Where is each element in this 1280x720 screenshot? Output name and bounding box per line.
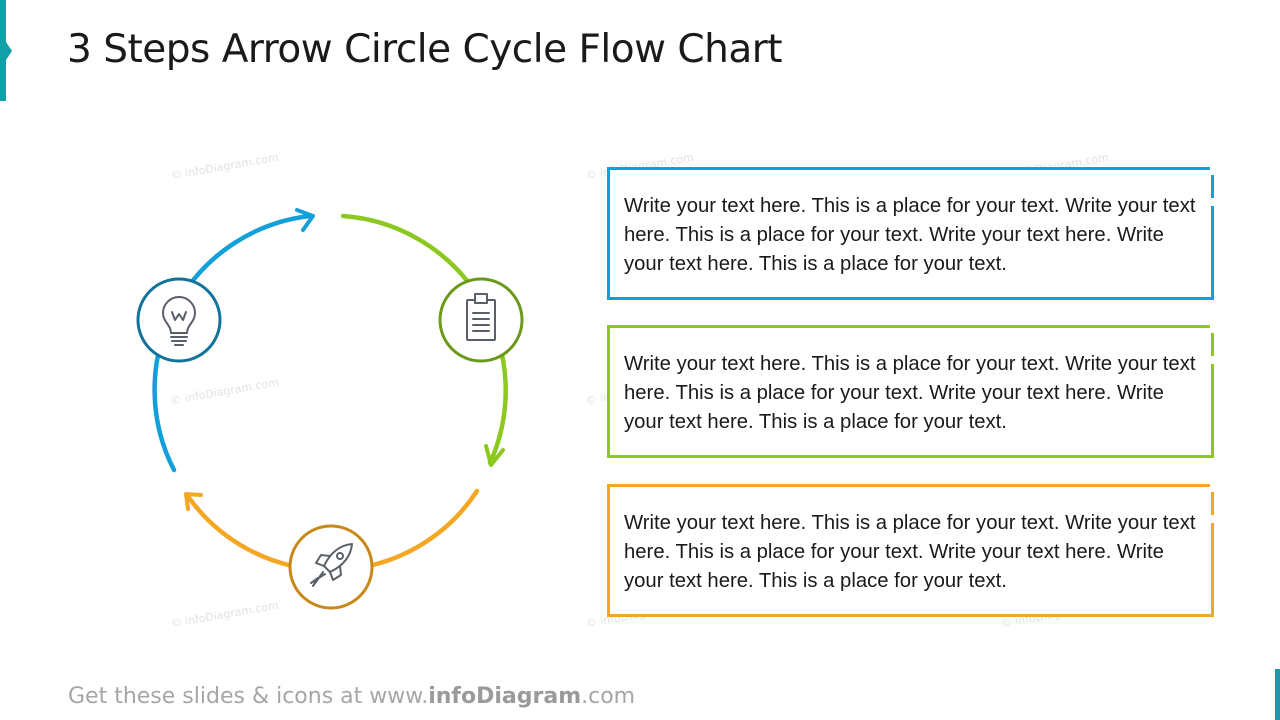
accent-bar — [0, 0, 6, 101]
box-tick — [1210, 325, 1214, 333]
box-tick — [1210, 356, 1214, 364]
accent-notch — [6, 42, 12, 60]
box-tick — [1210, 515, 1214, 523]
rocket-icon — [310, 543, 353, 587]
text-box-step3-text[interactable]: Write your text here. This is a place fo… — [624, 512, 1196, 592]
text-box-step1: Write your text here. This is a place fo… — [607, 167, 1214, 300]
footer: Get these slides & icons at www.infoDiag… — [68, 684, 635, 709]
cycle-diagram — [136, 208, 524, 610]
step1-node — [136, 277, 222, 363]
arrowhead-step3 — [184, 492, 203, 511]
box-tick — [1210, 167, 1214, 175]
slide-title: 3 Steps Arrow Circle Cycle Flow Chart — [67, 27, 783, 72]
arrowhead-step1 — [295, 208, 315, 232]
arrowhead-step2 — [484, 444, 505, 467]
watermark: © infoDiagram.com — [169, 150, 280, 183]
text-box-step2-text[interactable]: Write your text here. This is a place fo… — [624, 353, 1196, 433]
step3-node — [288, 524, 374, 610]
clipboard-icon — [466, 293, 496, 341]
footer-brand[interactable]: infoDiagram — [428, 684, 582, 709]
text-box-step1-text[interactable]: Write your text here. This is a place fo… — [624, 195, 1196, 275]
box-tick — [1210, 484, 1214, 492]
corner-accent-bar — [1275, 669, 1280, 720]
lightbulb-icon — [162, 296, 196, 346]
step2-node — [438, 277, 524, 363]
footer-prefix: Get these slides & icons at www. — [68, 684, 429, 709]
footer-suffix: .com — [581, 684, 636, 709]
text-box-step2: Write your text here. This is a place fo… — [607, 325, 1214, 458]
text-box-step3: Write your text here. This is a place fo… — [607, 484, 1214, 617]
box-tick — [1210, 198, 1214, 206]
